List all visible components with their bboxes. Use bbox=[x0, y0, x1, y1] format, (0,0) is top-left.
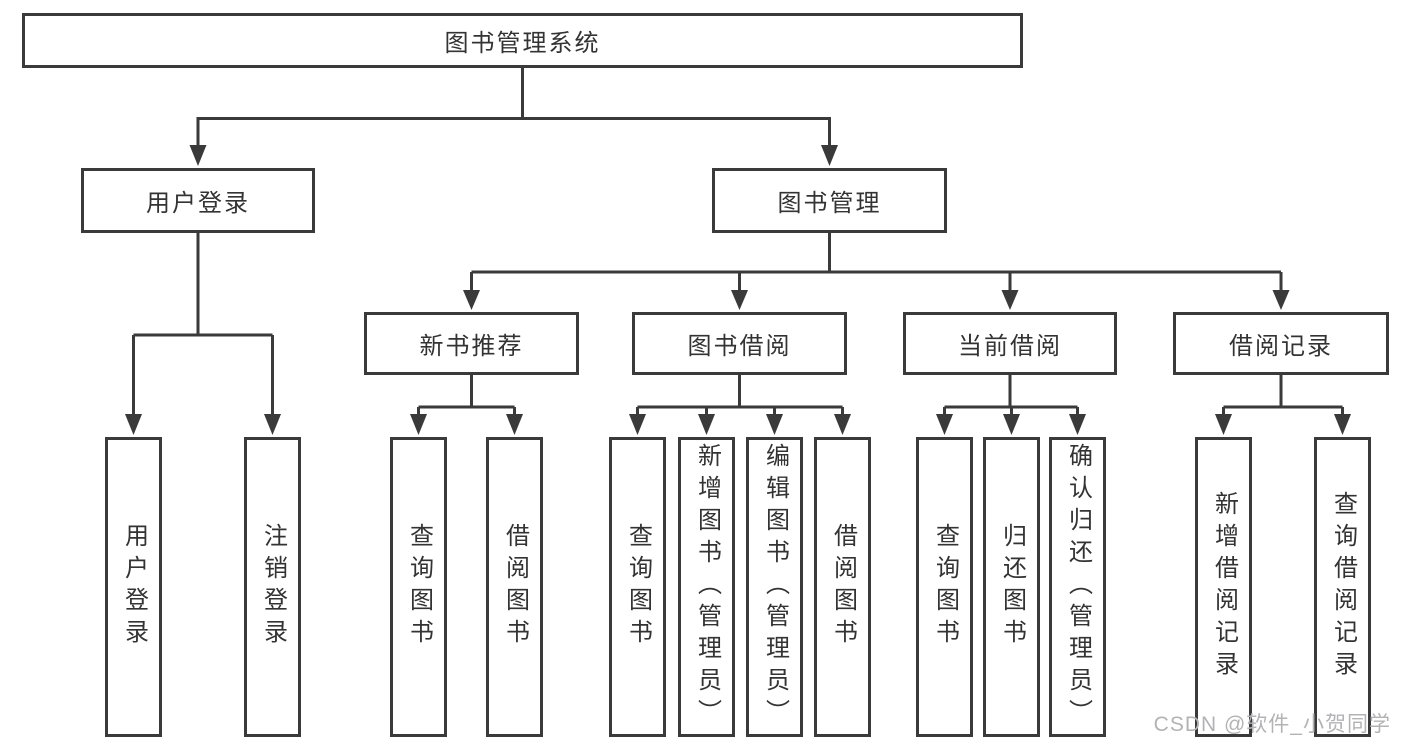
leaf-add-borrow-record-label: 新增借阅记录 bbox=[1210, 491, 1238, 683]
leaf-borrow-book-label: 借阅图书 bbox=[829, 523, 857, 651]
leaf-recommend-query-book-label: 查询图书 bbox=[405, 523, 433, 651]
node-user-login: 用户登录 bbox=[81, 168, 315, 233]
leaf-edit-book-admin: 编辑图书（管理员） bbox=[746, 437, 803, 737]
leaf-recommend-borrow-book-label: 借阅图书 bbox=[501, 523, 529, 651]
leaf-edit-book-admin-label: 编辑图书（管理员） bbox=[761, 443, 789, 731]
leaf-add-borrow-record: 新增借阅记录 bbox=[1195, 437, 1252, 737]
leaf-confirm-return-admin-label: 确认归还（管理员） bbox=[1064, 443, 1092, 731]
leaf-add-book-admin: 新增图书（管理员） bbox=[678, 437, 735, 737]
node-book-management: 图书管理 bbox=[712, 168, 947, 233]
leaf-user-login-label: 用户登录 bbox=[120, 523, 148, 651]
leaf-query-borrow-record-label: 查询借阅记录 bbox=[1329, 491, 1357, 683]
leaf-query-borrow-record: 查询借阅记录 bbox=[1314, 437, 1371, 737]
leaf-recommend-query-book: 查询图书 bbox=[390, 437, 447, 737]
leaf-confirm-return-admin: 确认归还（管理员） bbox=[1049, 437, 1106, 737]
leaf-borrow-query-book: 查询图书 bbox=[609, 437, 666, 737]
leaf-logout-label: 注销登录 bbox=[259, 523, 287, 651]
csdn-watermark: CSDN @软件_小贺同学 bbox=[1153, 713, 1391, 736]
leaf-logout: 注销登录 bbox=[244, 437, 301, 737]
leaf-add-book-admin-label: 新增图书（管理员） bbox=[693, 443, 721, 731]
leaf-borrow-book: 借阅图书 bbox=[814, 437, 871, 737]
leaf-current-query-book-label: 查询图书 bbox=[931, 523, 959, 651]
leaf-return-book-label: 归还图书 bbox=[998, 523, 1026, 651]
leaf-recommend-borrow-book: 借阅图书 bbox=[486, 437, 543, 737]
leaf-borrow-query-book-label: 查询图书 bbox=[624, 523, 652, 651]
leaf-current-query-book: 查询图书 bbox=[916, 437, 973, 737]
leaf-return-book: 归还图书 bbox=[983, 437, 1040, 737]
node-borrow-records: 借阅记录 bbox=[1173, 312, 1389, 375]
node-system-root: 图书管理系统 bbox=[22, 13, 1023, 68]
node-new-book-recommend: 新书推荐 bbox=[364, 312, 579, 375]
leaf-user-login: 用户登录 bbox=[105, 437, 162, 737]
node-current-borrow: 当前借阅 bbox=[903, 312, 1117, 375]
node-book-borrow: 图书借阅 bbox=[632, 312, 847, 375]
